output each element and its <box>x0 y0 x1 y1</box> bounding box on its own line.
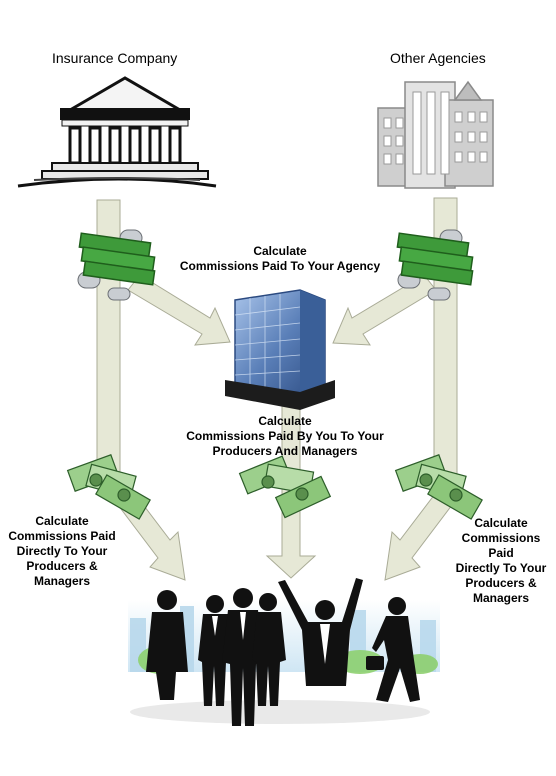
dollar-bills-right-icon <box>394 454 483 520</box>
arrow-left-to-agency <box>127 274 231 346</box>
bank-building-icon <box>17 76 217 188</box>
glass-office-building-icon <box>225 289 335 410</box>
direct-left-line-5: Managers <box>33 574 91 588</box>
direct-left-line-4: Producers & <box>26 559 98 573</box>
arrow-right-to-agency <box>332 274 437 346</box>
producer-commissions-label: Calculate Commissions Paid By You To You… <box>170 414 400 459</box>
producer-commissions-line-1: Calculate <box>258 414 312 428</box>
producer-commissions-line-3: Producers And Managers <box>212 444 358 458</box>
agency-commissions-label: Calculate Commissions Paid To Your Agenc… <box>160 244 400 274</box>
cash-stack-right-icon <box>396 229 474 301</box>
direct-commissions-left-label: Calculate Commissions Paid Directly To Y… <box>0 514 124 589</box>
insurance-company-label: Insurance Company <box>52 50 178 66</box>
direct-right-line-1: Calculate <box>474 516 528 530</box>
office-towers-icon <box>377 80 494 189</box>
other-agencies-label: Other Agencies <box>390 50 486 66</box>
agency-commissions-line-2: Commissions Paid To Your Agency <box>179 259 381 273</box>
direct-commissions-right-label: Calculate Commissions Paid Directly To Y… <box>448 516 554 606</box>
direct-right-line-4: Producers & <box>465 576 537 590</box>
direct-right-line-2: Commissions Paid <box>461 531 541 560</box>
cash-stack-left-icon <box>77 229 156 301</box>
direct-right-line-3: Directly To Your <box>455 561 547 575</box>
arrow-right-down <box>384 489 453 581</box>
direct-left-line-3: Directly To Your <box>16 544 108 558</box>
business-people-silhouettes-icon <box>128 578 440 726</box>
direct-right-line-5: Managers <box>472 591 530 605</box>
agency-commissions-line-1: Calculate <box>253 244 307 258</box>
producer-commissions-line-2: Commissions Paid By You To Your <box>186 429 384 443</box>
direct-left-line-2: Commissions Paid <box>8 529 116 543</box>
dollar-bills-center-icon <box>238 455 332 519</box>
dollar-bills-left-icon <box>66 454 151 520</box>
direct-left-line-1: Calculate <box>35 514 89 528</box>
